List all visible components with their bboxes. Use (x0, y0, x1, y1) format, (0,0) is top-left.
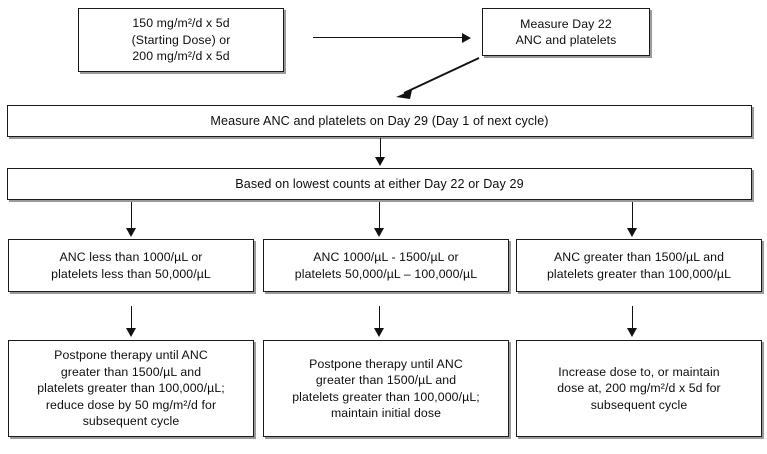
arrow-criteria-high-to-action-high-head (627, 328, 637, 337)
action-low-box: Postpone therapy until ANC greater than … (8, 340, 254, 437)
measure-day-29-bar: Measure ANC and platelets on Day 29 (Day… (7, 105, 752, 137)
arrow-lowest-counts-to-criteria-low-head (126, 228, 136, 237)
action-high-box: Increase dose to, or maintain dose at, 2… (516, 340, 762, 437)
arrow-starting-dose-to-measure-day-22-line (313, 37, 463, 38)
criteria-high-text: ANC greater than 1500/µL and platelets g… (546, 250, 732, 281)
arrow-criteria-low-to-action-low-line (131, 306, 132, 330)
arrow-criteria-mid-to-action-mid-head (374, 328, 384, 337)
action-mid-text: Postpone therapy until ANC greater than … (292, 356, 480, 420)
arrow-measure-day-29-to-lowest-counts-line (380, 138, 381, 160)
action-high-text: Increase dose to, or maintain dose at, 2… (557, 364, 721, 412)
starting-dose-box: 150 mg/m²/d x 5d (Starting Dose) or 200 … (78, 8, 284, 72)
arrow-criteria-mid-to-action-mid-line (379, 306, 380, 330)
arrow-criteria-low-to-action-low-head (126, 328, 136, 337)
criteria-mid-text: ANC 1000/µL - 1500/µL or platelets 50,00… (294, 250, 478, 281)
criteria-mid-box: ANC 1000/µL - 1500/µL or platelets 50,00… (263, 239, 509, 292)
criteria-low-box: ANC less than 1000/µL or platelets less … (8, 239, 254, 292)
arrow-lowest-counts-to-criteria-mid-head (374, 228, 384, 237)
measure-day-22-text: Measure Day 22 ANC and platelets (515, 16, 617, 47)
arrow-lowest-counts-to-criteria-high-line (632, 202, 633, 230)
arrow-lowest-counts-to-criteria-low-line (131, 202, 132, 230)
criteria-low-text: ANC less than 1000/µL or platelets less … (51, 250, 211, 281)
lowest-counts-text: Based on lowest counts at either Day 22 … (235, 177, 524, 191)
arrow-lowest-counts-to-criteria-high-head (627, 228, 637, 237)
arrow-starting-dose-to-measure-day-22-head (462, 33, 471, 43)
measure-day-22-box: Measure Day 22 ANC and platelets (482, 8, 650, 56)
arrow-measure-day-29-to-lowest-counts-head (375, 157, 385, 166)
arrow-lowest-counts-to-criteria-mid-line (379, 202, 380, 230)
action-mid-box: Postpone therapy until ANC greater than … (263, 340, 509, 437)
lowest-counts-bar: Based on lowest counts at either Day 22 … (7, 168, 752, 200)
action-low-text: Postpone therapy until ANC greater than … (37, 348, 225, 429)
starting-dose-text: 150 mg/m²/d x 5d (Starting Dose) or 200 … (131, 16, 231, 64)
arrow-criteria-high-to-action-high-line (632, 306, 633, 330)
measure-day-29-text: Measure ANC and platelets on Day 29 (Day… (210, 114, 549, 128)
criteria-high-box: ANC greater than 1500/µL and platelets g… (516, 239, 762, 292)
